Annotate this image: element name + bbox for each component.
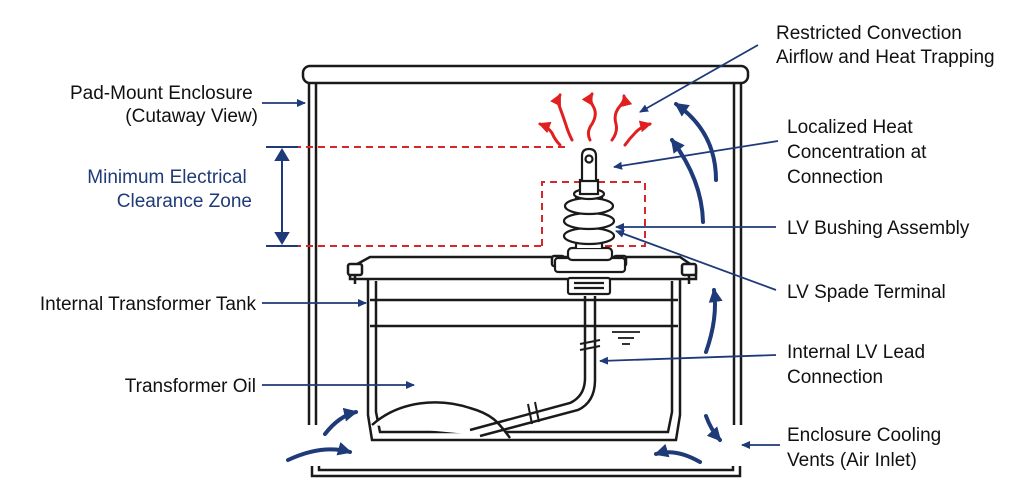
enclosure-base	[310, 466, 742, 478]
label-localized-heat: Localized Heat Concentration at Connecti…	[787, 117, 932, 188]
label-internal-lv-lead: Internal LV Lead Connection	[787, 342, 930, 388]
clearance-zone	[270, 146, 646, 247]
label-enclosure: Pad-Mount Enclosure (Cutaway View)	[70, 83, 258, 127]
pad-mount-enclosure	[301, 64, 750, 478]
oil-level-mark	[612, 331, 640, 345]
label-clearance-zone: Minimum Electrical Clearance Zone	[87, 167, 252, 212]
internal-lv-lead	[469, 296, 601, 438]
label-lv-spade-terminal: LV Spade Terminal	[787, 282, 946, 303]
label-lv-bushing-assembly: LV Bushing Assembly	[787, 218, 970, 239]
tank-cover	[348, 255, 698, 281]
enclosure-lid	[301, 64, 750, 85]
heat-arrows	[538, 92, 652, 147]
label-transformer-oil: Transformer Oil	[125, 376, 256, 397]
clearance-dimension	[266, 146, 298, 247]
label-cooling-vents: Enclosure Cooling Vents (Air Inlet)	[787, 425, 946, 471]
label-restricted-convection: Restricted Convection Airflow and Heat T…	[776, 23, 995, 68]
lv-spade-terminal	[580, 147, 598, 183]
label-transformer-tank: Internal Transformer Tank	[40, 294, 257, 315]
airflow-arrows	[286, 102, 723, 464]
leader-lines	[262, 44, 780, 449]
lv-bushing-assembly	[553, 147, 627, 296]
tank-body	[366, 279, 682, 442]
